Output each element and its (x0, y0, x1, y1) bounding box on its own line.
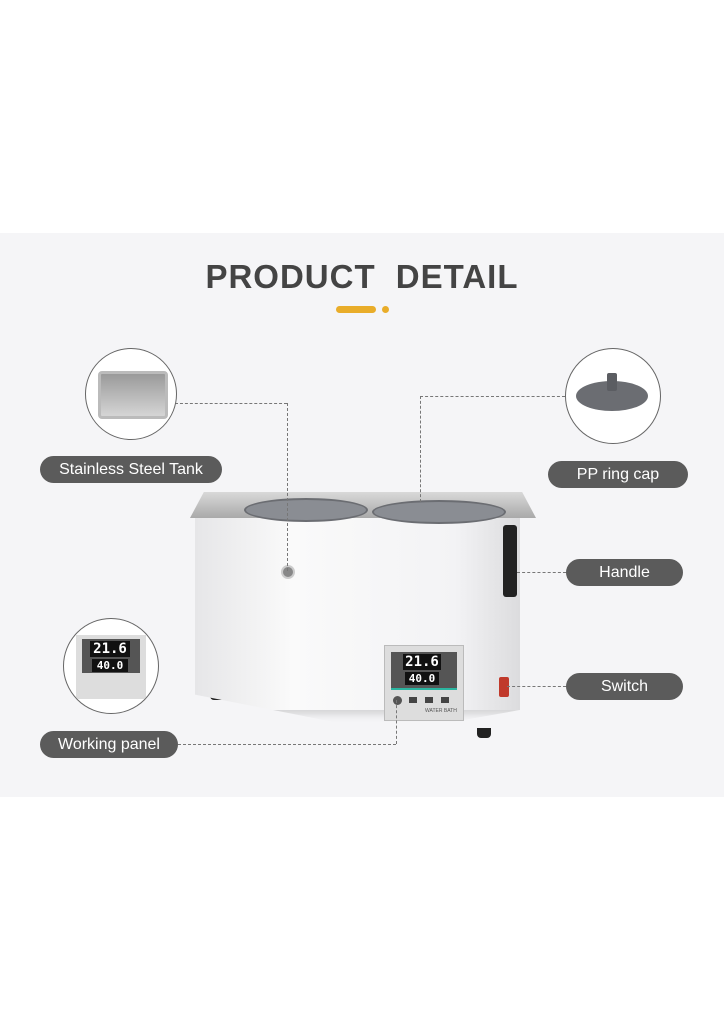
leader-line (287, 403, 288, 571)
ring-cap-right (372, 500, 506, 524)
foot (477, 728, 491, 738)
machine-body (195, 518, 520, 710)
leader-line (175, 403, 287, 404)
handle (503, 525, 517, 597)
leader-line (396, 700, 397, 744)
closeup-current-temp: 21.6 (90, 641, 130, 657)
power-button[interactable] (393, 696, 402, 705)
control-panel: 21.6 40.0 WATER BATH (384, 645, 464, 721)
page-title: PRODUCT DETAIL (205, 258, 519, 295)
ring-cap-closeup (565, 348, 661, 444)
leader-line (517, 572, 566, 573)
accent-dot (382, 306, 389, 313)
callout-working-panel: Working panel (40, 731, 178, 758)
set-temp-display: 40.0 (405, 672, 439, 685)
brand-label: WATER BATH (425, 708, 457, 714)
accent-bar (336, 306, 376, 313)
leader-line (420, 396, 565, 397)
leader-line (507, 686, 566, 687)
tank-marker (281, 565, 295, 579)
panel-button[interactable] (441, 697, 449, 703)
panel-closeup: 21.6 40.0 (63, 618, 159, 714)
power-switch[interactable] (499, 677, 509, 697)
callout-stainless-steel-tank: Stainless Steel Tank (40, 456, 222, 483)
current-temp-display: 21.6 (403, 654, 441, 670)
leader-line (420, 396, 421, 502)
ring-cap-left (244, 498, 368, 522)
panel-button[interactable] (425, 697, 433, 703)
callout-switch: Switch (566, 673, 683, 700)
closeup-set-temp: 40.0 (92, 659, 128, 672)
leader-line (178, 744, 396, 745)
callout-handle: Handle (566, 559, 683, 586)
tank-closeup (85, 348, 177, 440)
callout-pp-ring-cap: PP ring cap (548, 461, 688, 488)
panel-button[interactable] (409, 697, 417, 703)
